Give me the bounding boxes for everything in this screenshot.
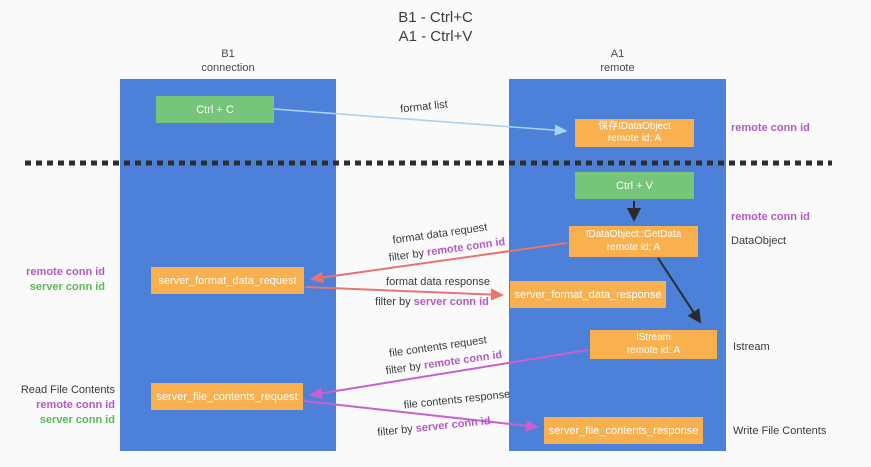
filter-by-server-conn-id-label-1: filter by server conn id bbox=[375, 296, 489, 308]
left-remote-conn-id-label-2: remote conn id bbox=[36, 399, 115, 411]
ctrl-c-label: Ctrl + C bbox=[196, 103, 234, 116]
filter-by-text: filter by bbox=[385, 359, 425, 378]
file-contents-response-label: file contents response bbox=[403, 388, 511, 412]
right-column-role: remote bbox=[600, 62, 635, 74]
format-list-label: format list bbox=[399, 98, 449, 116]
server-conn-id-text: server conn id bbox=[413, 296, 489, 308]
right-remote-conn-id-label-mid: remote conn id bbox=[731, 211, 810, 223]
server-format-data-response-box: server_format_data_response bbox=[510, 281, 666, 308]
left-server-conn-id-label-2: server conn id bbox=[39, 414, 115, 426]
ctrl-c-box: Ctrl + C bbox=[156, 96, 274, 123]
right-remote-conn-id-label-top: remote conn id bbox=[731, 122, 810, 134]
filter-by-text: filter by bbox=[388, 246, 428, 265]
server-file-contents-request-label: server_file_contents_request bbox=[156, 390, 298, 403]
left-column-header: B1 connection bbox=[120, 47, 336, 75]
left-column-name: B1 bbox=[221, 48, 235, 60]
istream-line1: IStream bbox=[635, 332, 671, 343]
format-data-response-label: format data response bbox=[386, 276, 490, 288]
server-format-data-request-box: server_format_data_request bbox=[151, 267, 304, 294]
idataobject-getdata-box: IDataObject::GetData remote id: A bbox=[569, 226, 698, 257]
saved-idataobject-box: 保存IDataObject remote id: A bbox=[575, 119, 694, 147]
filter-by-text: filter by bbox=[376, 422, 417, 439]
title-line-1: B1 - Ctrl+C bbox=[398, 9, 473, 26]
istream-side-label: Istream bbox=[733, 341, 770, 353]
server-format-data-response-label: server_format_data_response bbox=[514, 288, 662, 301]
left-column-role: connection bbox=[201, 62, 255, 74]
read-file-contents-block: Read File Contents remote conn id server… bbox=[10, 383, 115, 428]
getdata-line2: remote id: A bbox=[606, 241, 661, 253]
left-server-conn-id-label: server conn id bbox=[29, 281, 105, 293]
server-file-contents-request-box: server_file_contents_request bbox=[151, 383, 303, 410]
filter-by-server-conn-id-label-2: filter by server conn id bbox=[377, 415, 491, 439]
saved-idataobject-line2: remote id: A bbox=[607, 133, 662, 144]
title-line-2: A1 - Ctrl+V bbox=[398, 28, 473, 45]
diagram-title: B1 - Ctrl+C A1 - Ctrl+V bbox=[0, 8, 871, 46]
left-conn-id-labels: remote conn id server conn id bbox=[15, 265, 105, 295]
server-conn-id-text: server conn id bbox=[415, 415, 492, 435]
right-column-name: A1 bbox=[610, 48, 625, 60]
left-remote-conn-id-label: remote conn id bbox=[26, 266, 105, 278]
server-file-contents-response-box: server_file_contents_response bbox=[544, 417, 703, 444]
ctrl-v-label: Ctrl + V bbox=[616, 179, 653, 192]
getdata-line1: IDataObject::GetData bbox=[585, 229, 682, 240]
dataobject-label: DataObject bbox=[731, 235, 787, 247]
saved-idataobject-line1: 保存IDataObject bbox=[598, 120, 671, 132]
write-file-contents-label: Write File Contents bbox=[733, 425, 827, 437]
istream-line2: remote id: A bbox=[626, 344, 681, 356]
istream-box: IStream remote id: A bbox=[590, 330, 717, 359]
server-format-data-request-label: server_format_data_request bbox=[158, 274, 297, 287]
right-column-header: A1 remote bbox=[509, 47, 726, 75]
server-file-contents-response-label: server_file_contents_response bbox=[548, 424, 699, 437]
filter-by-text: filter by bbox=[375, 296, 414, 308]
ctrl-v-box: Ctrl + V bbox=[575, 172, 694, 199]
read-file-contents-label: Read File Contents bbox=[20, 384, 115, 396]
